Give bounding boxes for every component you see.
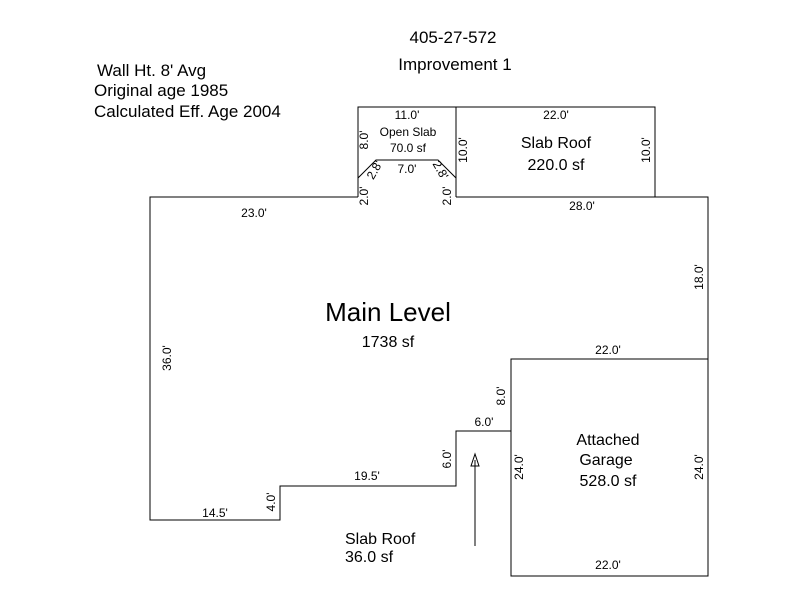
dim-garage-right: 24.0' — [692, 454, 706, 480]
main-level-label: Main Level — [325, 297, 451, 327]
garage-label-line2: Garage — [579, 452, 632, 469]
improvement-label: Improvement 1 — [398, 55, 511, 74]
slab-roof-pointer-arrow-icon — [470, 452, 480, 467]
dim-notch-top: 6.0' — [475, 415, 494, 429]
dim-main-bottom-left: 14.5' — [202, 506, 228, 520]
dim-slab-roof-top: 22.0' — [543, 108, 569, 122]
dim-notch-left: 6.0' — [440, 450, 454, 469]
garage-outline — [510, 359, 709, 577]
original-age: Original age 1985 — [94, 81, 228, 100]
slab-roof-bottom-label: Slab Roof — [345, 531, 416, 548]
dim-main-top-right: 28.0' — [569, 199, 595, 213]
open-slab-label: Open Slab — [380, 125, 437, 139]
garage-label-line1: Attached — [576, 432, 639, 449]
dim-slab-roof-left: 10.0' — [456, 137, 470, 163]
main-level-outline — [149, 196, 709, 521]
open-slab-top-outline — [357, 106, 457, 178]
main-level-size: 1738 sf — [362, 334, 415, 351]
dim-open-slab-step-left: 2.0' — [357, 187, 371, 206]
dim-open-slab-diag-right: 2.8' — [430, 158, 452, 181]
dim-garage-left: 24.0' — [512, 454, 526, 480]
dim-open-slab-top: 11.0' — [395, 108, 420, 122]
slab-roof-bottom-size: 36.0 sf — [345, 549, 394, 566]
slab-roof-top-label: Slab Roof — [521, 135, 592, 152]
dim-garage-top: 22.0' — [595, 343, 621, 357]
dim-main-step: 4.0' — [264, 493, 278, 512]
wall-height: Wall Ht. 8' Avg — [97, 61, 206, 80]
dim-open-slab-bottom: 7.0' — [398, 162, 417, 176]
dim-garage-bottom: 22.0' — [595, 558, 621, 572]
dim-open-slab-diag-left: 2.8' — [364, 158, 386, 181]
slab-roof-top-size: 220.0 sf — [528, 157, 585, 174]
dim-main-bottom-mid: 19.5' — [354, 469, 380, 483]
dim-open-slab-left: 8.0' — [357, 131, 371, 150]
dim-garage-notch-vert: 8.0' — [494, 387, 508, 406]
parcel-id: 405-27-572 — [410, 28, 497, 47]
dim-open-slab-step-right: 2.0' — [440, 187, 454, 206]
dim-main-right: 18.0' — [692, 264, 706, 290]
slab-roof-top-outline — [456, 106, 656, 197]
dim-main-left: 36.0' — [160, 345, 174, 371]
open-slab-size: 70.0 sf — [390, 141, 427, 155]
dim-slab-roof-right: 10.0' — [639, 137, 653, 163]
garage-size: 528.0 sf — [580, 473, 637, 490]
effective-age: Calculated Eff. Age 2004 — [94, 102, 281, 121]
dim-main-top-left: 23.0' — [241, 206, 267, 220]
open-slab-outline — [357, 159, 457, 197]
